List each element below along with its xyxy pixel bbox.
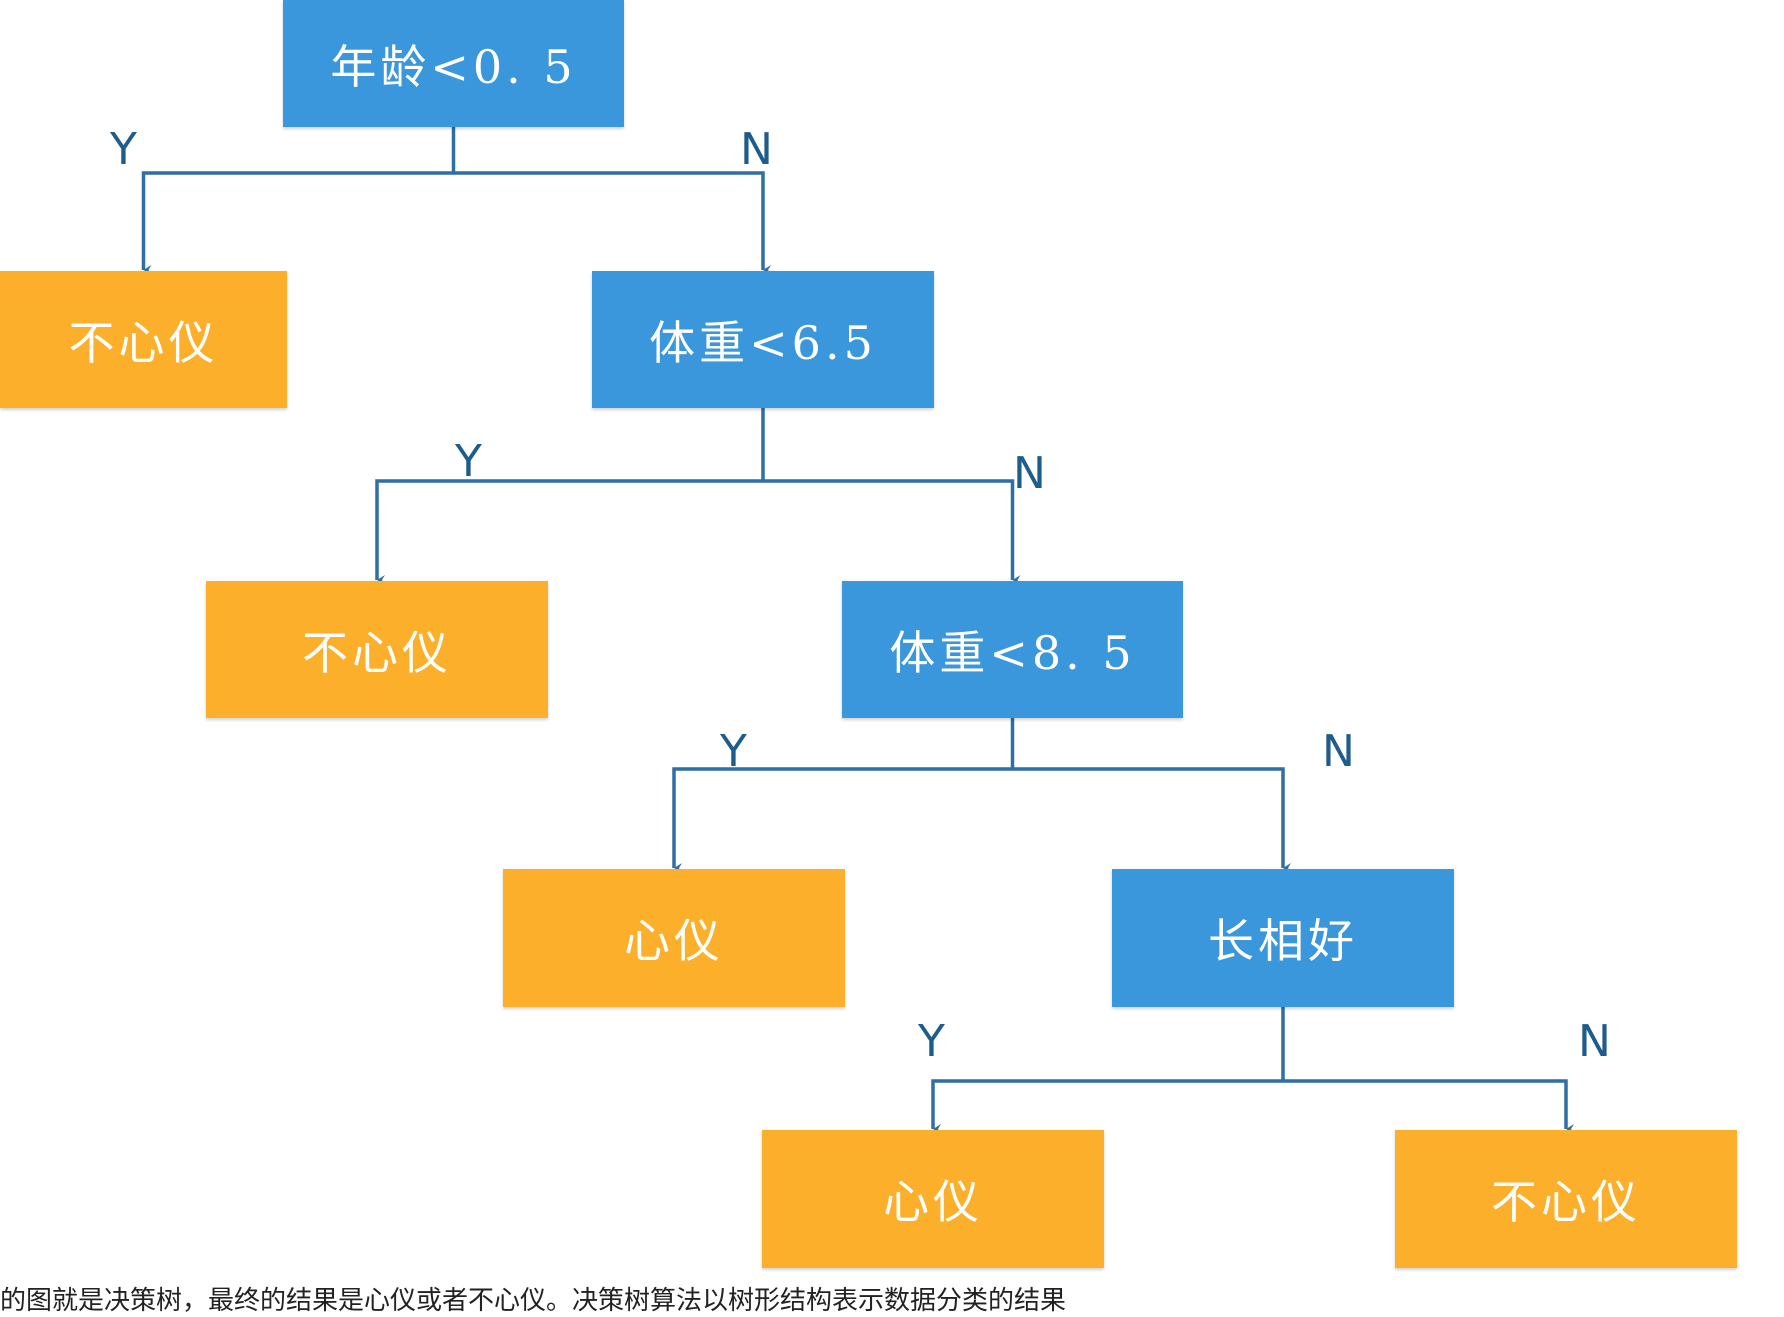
edge-looks-leaf5	[1283, 1079, 1574, 1134]
edge-label-weight2-leaf3: Y	[720, 726, 747, 777]
edge-weight2-looks	[1012, 767, 1291, 873]
edge-label-age-leaf1: Y	[110, 124, 137, 175]
node-leaf4: 心仪	[762, 1130, 1104, 1268]
edge-weight2-leaf3	[672, 767, 1013, 873]
node-age: 年龄<0. 5	[283, 0, 624, 127]
edge-label-age-weight1: N	[740, 124, 773, 175]
edge-weight1-weight2	[763, 479, 1021, 585]
node-leaf2: 不心仪	[206, 581, 548, 718]
edge-label-looks-leaf5: N	[1578, 1016, 1611, 1067]
edge-label-weight1-weight2: N	[1013, 448, 1046, 499]
edge-age-leaf1	[141, 171, 454, 275]
edge-looks-leaf4	[931, 1079, 1283, 1134]
node-weight2: 体重<8. 5	[842, 581, 1183, 718]
edge-age-weight1	[453, 171, 771, 275]
edge-label-weight1-leaf2: Y	[455, 436, 482, 487]
node-leaf5: 不心仪	[1395, 1130, 1737, 1268]
edge-label-looks-leaf4: Y	[918, 1016, 945, 1067]
edge-label-weight2-looks: N	[1322, 726, 1355, 777]
node-weight1: 体重<6.5	[592, 271, 934, 408]
caption-text: 的图就是决策树，最终的结果是心仪或者不心仪。决策树算法以树形结构表示数据分类的结…	[0, 1286, 1067, 1316]
node-leaf1: 不心仪	[0, 271, 287, 408]
node-leaf3: 心仪	[503, 869, 845, 1007]
node-looks: 长相好	[1112, 869, 1454, 1007]
edge-weight1-leaf2	[375, 479, 763, 585]
